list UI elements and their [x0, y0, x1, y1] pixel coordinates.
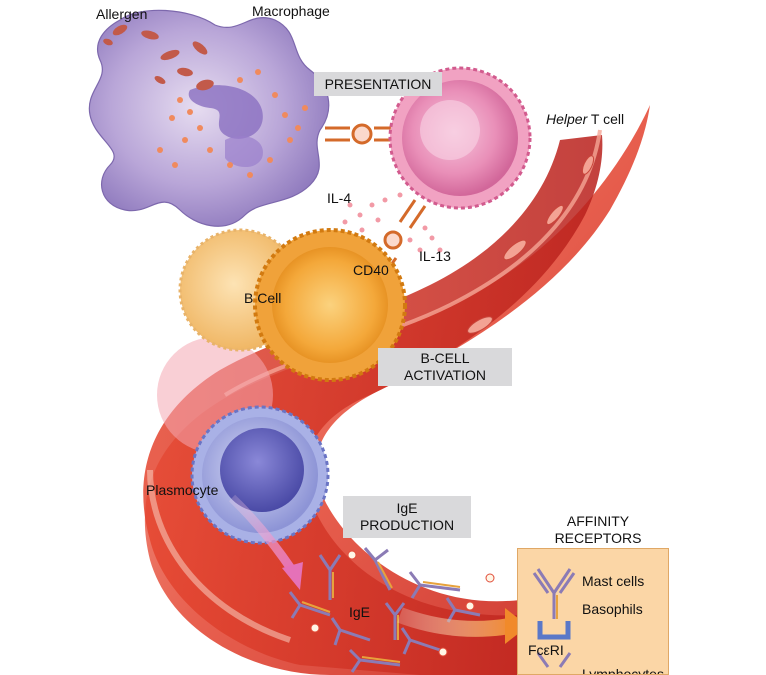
b-cell-activated: [253, 228, 407, 382]
basophils-label: Basophils: [582, 601, 643, 617]
il4-label: IL-4: [327, 190, 352, 206]
mhc-tcr-complex: [325, 123, 398, 145]
ige-antibodies: [288, 547, 481, 673]
b-cell-activation-line2: ACTIVATION: [404, 367, 486, 383]
helper-t-cell-label-italic: Helper: [546, 111, 588, 127]
plasmocyte-to-ige-arrow: [228, 494, 303, 590]
affinity-title-line2: RECEPTORS: [554, 530, 642, 546]
macrophage-cell: [88, 9, 330, 227]
receptor-antibody-icons: [532, 568, 576, 668]
presentation-step-label: PRESENTATION: [324, 75, 432, 92]
plasmocyte-cell: [190, 405, 330, 545]
fceri-receptor-label: FcεRI: [528, 642, 564, 658]
ige-production-line2: PRODUCTION: [359, 517, 455, 533]
ige-production-line1: IgE: [396, 500, 418, 516]
b-cell-label: B Cell: [244, 290, 282, 306]
ige-to-receptors-arrow: [397, 607, 528, 644]
presentation-step-box: PRESENTATION: [314, 72, 442, 96]
ige-label: IgE: [349, 604, 371, 620]
affinity-title-line1: AFFINITY: [566, 513, 630, 529]
cd40-label: CD40: [353, 262, 389, 278]
plasmocyte-label: Plasmocyte: [146, 482, 219, 498]
b-cell-activation-step-box: B-CELL ACTIVATION: [378, 348, 512, 386]
ige-allergen-sparks: [310, 550, 495, 657]
helper-t-cell-label-rest: T cell: [587, 111, 625, 127]
mast-cells-label: Mast cells: [582, 573, 645, 589]
il13-label: IL-13: [419, 248, 451, 264]
allergen-particles: [103, 24, 214, 91]
b-cell-activation-line1: B-CELL: [420, 350, 470, 366]
helper-t-cell: [388, 66, 532, 210]
ige-heavy-chain-accents: [301, 561, 461, 663]
helper-t-cell-label: Helper T cell: [546, 111, 624, 127]
allergen-label: Allergen: [96, 6, 148, 22]
affinity-receptors-title: AFFINITY RECEPTORS: [548, 513, 648, 547]
ige-production-step-box: IgE PRODUCTION: [343, 496, 471, 538]
macrophage-label: Macrophage: [252, 3, 330, 19]
lymphocytes-label: Lymphocytes: [582, 666, 664, 675]
processed-antigen-dots: [157, 69, 308, 178]
affinity-receptors-panel: Mast cells Basophils FcεRI Lymphocytes: [517, 548, 669, 675]
